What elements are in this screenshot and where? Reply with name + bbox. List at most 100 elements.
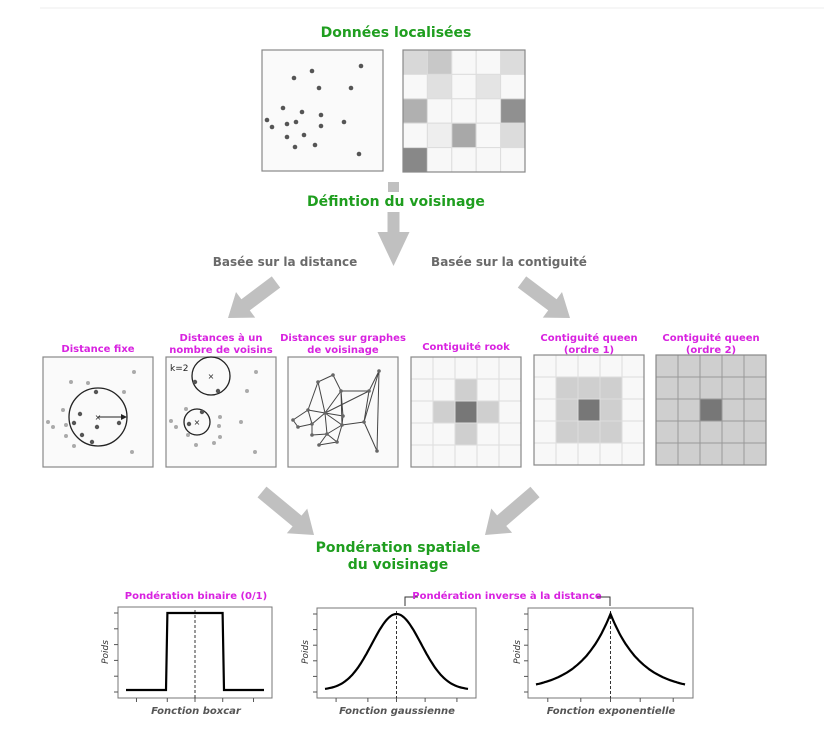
point-inside [79, 432, 85, 438]
grid-cell [500, 73, 526, 100]
panel-title-queen1-2: (ordre 1) [564, 345, 614, 356]
grid-cell [599, 420, 623, 444]
grid-cell [426, 49, 453, 75]
grid-cell [498, 356, 522, 380]
point-other [184, 407, 188, 411]
graph-node [335, 440, 339, 444]
data-point [280, 105, 286, 111]
xlabel-exponential: Fonction exponentielle [547, 706, 676, 717]
graph-node [316, 380, 320, 384]
grid-cell [555, 376, 579, 400]
point-outside [64, 423, 68, 427]
knn-panel [165, 356, 277, 468]
arrow-stub [388, 182, 399, 192]
point-other [239, 420, 243, 424]
binary-weighting-title: Pondération binaire (0/1) [125, 590, 267, 602]
graph-edge [317, 374, 334, 383]
center-mark: × [95, 413, 102, 422]
grid-cell [533, 398, 557, 422]
grid-cell [454, 400, 478, 424]
grid-cell [476, 378, 500, 402]
grid-cell [599, 398, 623, 422]
inverse-weighting-title: Pondération inverse à la distance [412, 590, 602, 602]
grid-cell [451, 122, 477, 149]
grid-cell [402, 122, 428, 149]
point-inside [77, 411, 83, 417]
point-other [254, 370, 258, 374]
arrow [517, 276, 570, 318]
grid-cell [476, 356, 500, 380]
grid-cell [655, 442, 679, 466]
grid-cell [475, 147, 502, 173]
data-point [293, 119, 299, 125]
panel-title-fixed-distance: Distance fixe [61, 344, 134, 355]
grid-cell [533, 420, 557, 444]
point-neighbor [199, 409, 205, 415]
graph-edge [318, 433, 328, 446]
exponential-curve [535, 611, 686, 686]
graph-edge [311, 433, 328, 436]
grid-cell [655, 376, 679, 400]
grid-cell [699, 442, 723, 466]
graph-edge [324, 390, 370, 414]
panel-title-queen2-2: (ordre 2) [686, 345, 736, 356]
grid-cell [451, 98, 477, 124]
grid-cell [655, 354, 679, 378]
grid-cell [475, 122, 502, 149]
knn-circle [191, 356, 231, 396]
grid-cell [402, 147, 428, 173]
title-spatial-weighting-2: du voisinage [348, 557, 448, 573]
point-outside [64, 434, 68, 438]
title-neighborhood-definition: Défintion du voisinage [307, 194, 485, 210]
data-point [284, 121, 290, 127]
grid-cell [599, 354, 623, 378]
graph-edge [336, 424, 343, 443]
grid-cell [410, 400, 434, 424]
grid-cell [432, 400, 456, 424]
graph-node [310, 433, 314, 437]
data-point [318, 112, 324, 118]
grid-cell [721, 376, 745, 400]
graph-node [362, 420, 366, 424]
panel-title-queen2-1: Contiguité queen [662, 332, 759, 344]
grid-cell [699, 376, 723, 400]
grid-cell [621, 398, 645, 422]
data-point [309, 68, 315, 74]
graph-node [296, 425, 300, 429]
point-inside [93, 389, 99, 395]
grid-cell [451, 49, 477, 75]
center-mark: × [208, 372, 215, 381]
branch-contiguity: Basée sur la contiguité [431, 255, 587, 269]
grid-cell [500, 147, 526, 173]
queen1-grid [533, 354, 645, 466]
grid-cell [432, 356, 456, 380]
xlabel-gaussian: Fonction gaussienne [339, 706, 455, 717]
grid-cell [721, 354, 745, 378]
grid-cell [677, 420, 701, 444]
grid-cell [721, 442, 745, 466]
title-spatial-weighting-1: Pondération spatiale [316, 540, 481, 556]
localized-data-examples [261, 49, 526, 173]
queen2-grid [655, 354, 767, 466]
grid-cell [451, 147, 477, 173]
ylabel-exponential: Poids [513, 640, 523, 664]
point-outside [130, 450, 134, 454]
graph-edge [297, 423, 313, 428]
data-point [292, 144, 298, 150]
point-other [253, 450, 257, 454]
graph-node [339, 389, 343, 393]
data-point [318, 123, 324, 129]
grid-cell [498, 378, 522, 402]
arrow [257, 486, 314, 535]
rook-grid [410, 356, 522, 468]
point-other [194, 443, 198, 447]
graph-edge [318, 441, 338, 446]
grid-cell [476, 444, 500, 468]
point-outside [72, 444, 76, 448]
graph-node [340, 423, 344, 427]
grid-cell [555, 354, 579, 378]
grid-cell [577, 420, 601, 444]
grid-cell [410, 444, 434, 468]
data-point [348, 85, 354, 91]
grid-cell [621, 442, 645, 466]
